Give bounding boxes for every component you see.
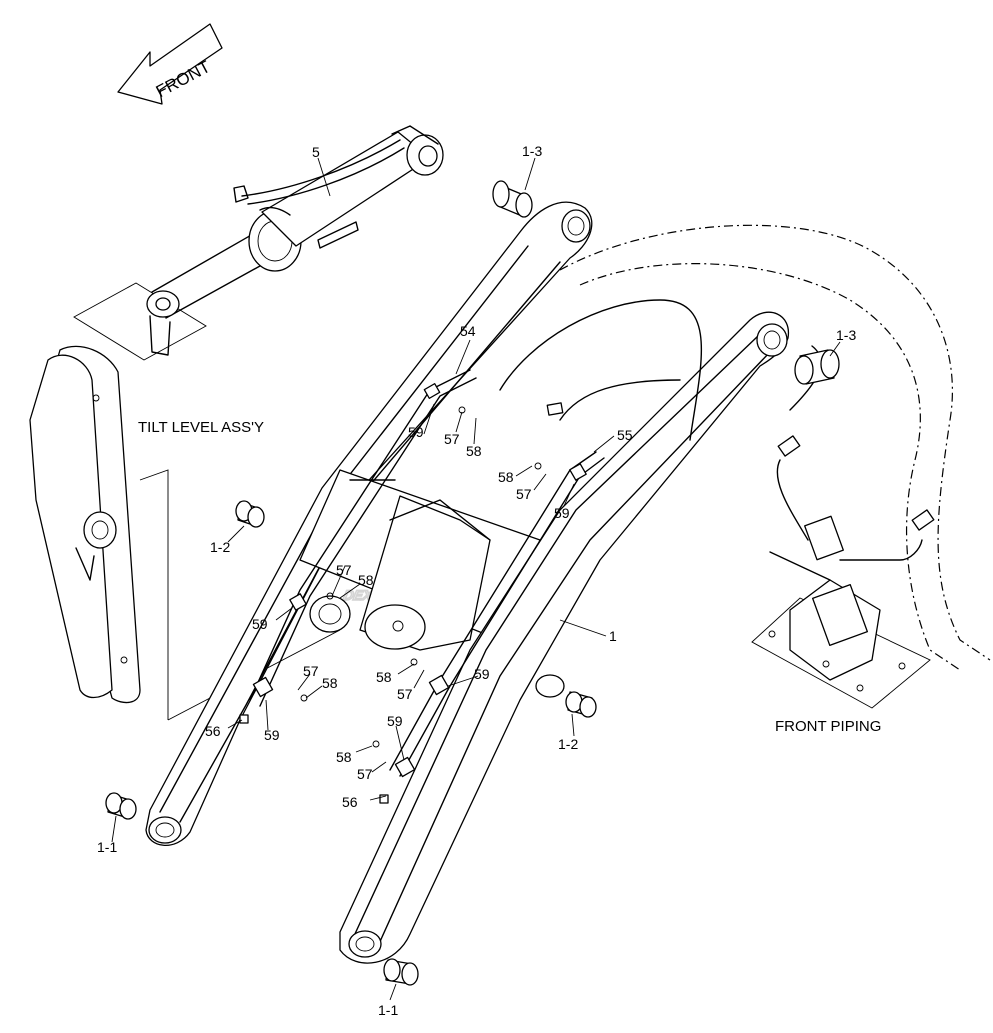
callout-58: 58: [336, 749, 352, 765]
callout-56: 56: [205, 723, 221, 739]
callout-58: 58: [376, 669, 392, 685]
callout-58: 58: [498, 469, 514, 485]
callout-57: 57: [336, 562, 352, 578]
callout-1-1: 1-1: [97, 839, 117, 855]
bushing-1-2-left: [235, 500, 265, 528]
callout-1-3: 1-3: [836, 327, 856, 343]
tilt-cylinder: [73, 125, 444, 361]
callout-59: 59: [264, 727, 280, 743]
callout-59: 59: [387, 713, 403, 729]
callout-59: 59: [554, 505, 570, 521]
callout-59: 59: [474, 666, 490, 682]
callout-1-2: 1-2: [558, 736, 578, 752]
callout-55: 55: [617, 427, 633, 443]
callout-57: 57: [357, 766, 373, 782]
callout-1-3: 1-3: [522, 143, 542, 159]
arm-pipe-tubes: [239, 369, 605, 804]
callout-58: 58: [322, 675, 338, 691]
front-piping-caption: FRONT PIPING: [775, 718, 881, 735]
bushing-1-1-bottom: [383, 958, 419, 986]
callout-57: 57: [303, 663, 319, 679]
bushing-1-3-right: [794, 349, 840, 385]
callout-58: 58: [466, 443, 482, 459]
callout-5: 5: [312, 144, 320, 160]
front-direction-arrow: FRONT: [117, 23, 223, 105]
callout-59: 59: [408, 424, 424, 440]
callout-1-2: 1-2: [210, 539, 230, 555]
cross-tube-linkage: [299, 469, 541, 651]
callout-57: 57: [397, 686, 413, 702]
bushing-1-2-right: [535, 674, 597, 718]
callout-1-1: 1-1: [378, 1002, 398, 1018]
callout-57: 57: [516, 486, 532, 502]
callout-56: 56: [342, 794, 358, 810]
right-boom-arm: [339, 311, 789, 964]
callout-labels: 5 1-3 1-3 54 55 1 1-2 1-2 1-1 1-1 59 57 …: [97, 143, 856, 1018]
front-piping-assembly: [546, 402, 935, 709]
callout-57: 57: [444, 431, 460, 447]
callout-59: 59: [252, 616, 268, 632]
tilt-level-caption: TILT LEVEL ASS'Y: [138, 419, 264, 436]
callout-54: 54: [460, 323, 476, 339]
callout-58: 58: [358, 572, 374, 588]
bushing-1-1-left: [105, 792, 137, 820]
tilt-level-assembly: [29, 345, 341, 721]
callout-1: 1: [609, 628, 617, 644]
bushings: [105, 180, 840, 986]
bushing-1-3-left: [492, 180, 533, 218]
leader-lines: [111, 157, 841, 1001]
